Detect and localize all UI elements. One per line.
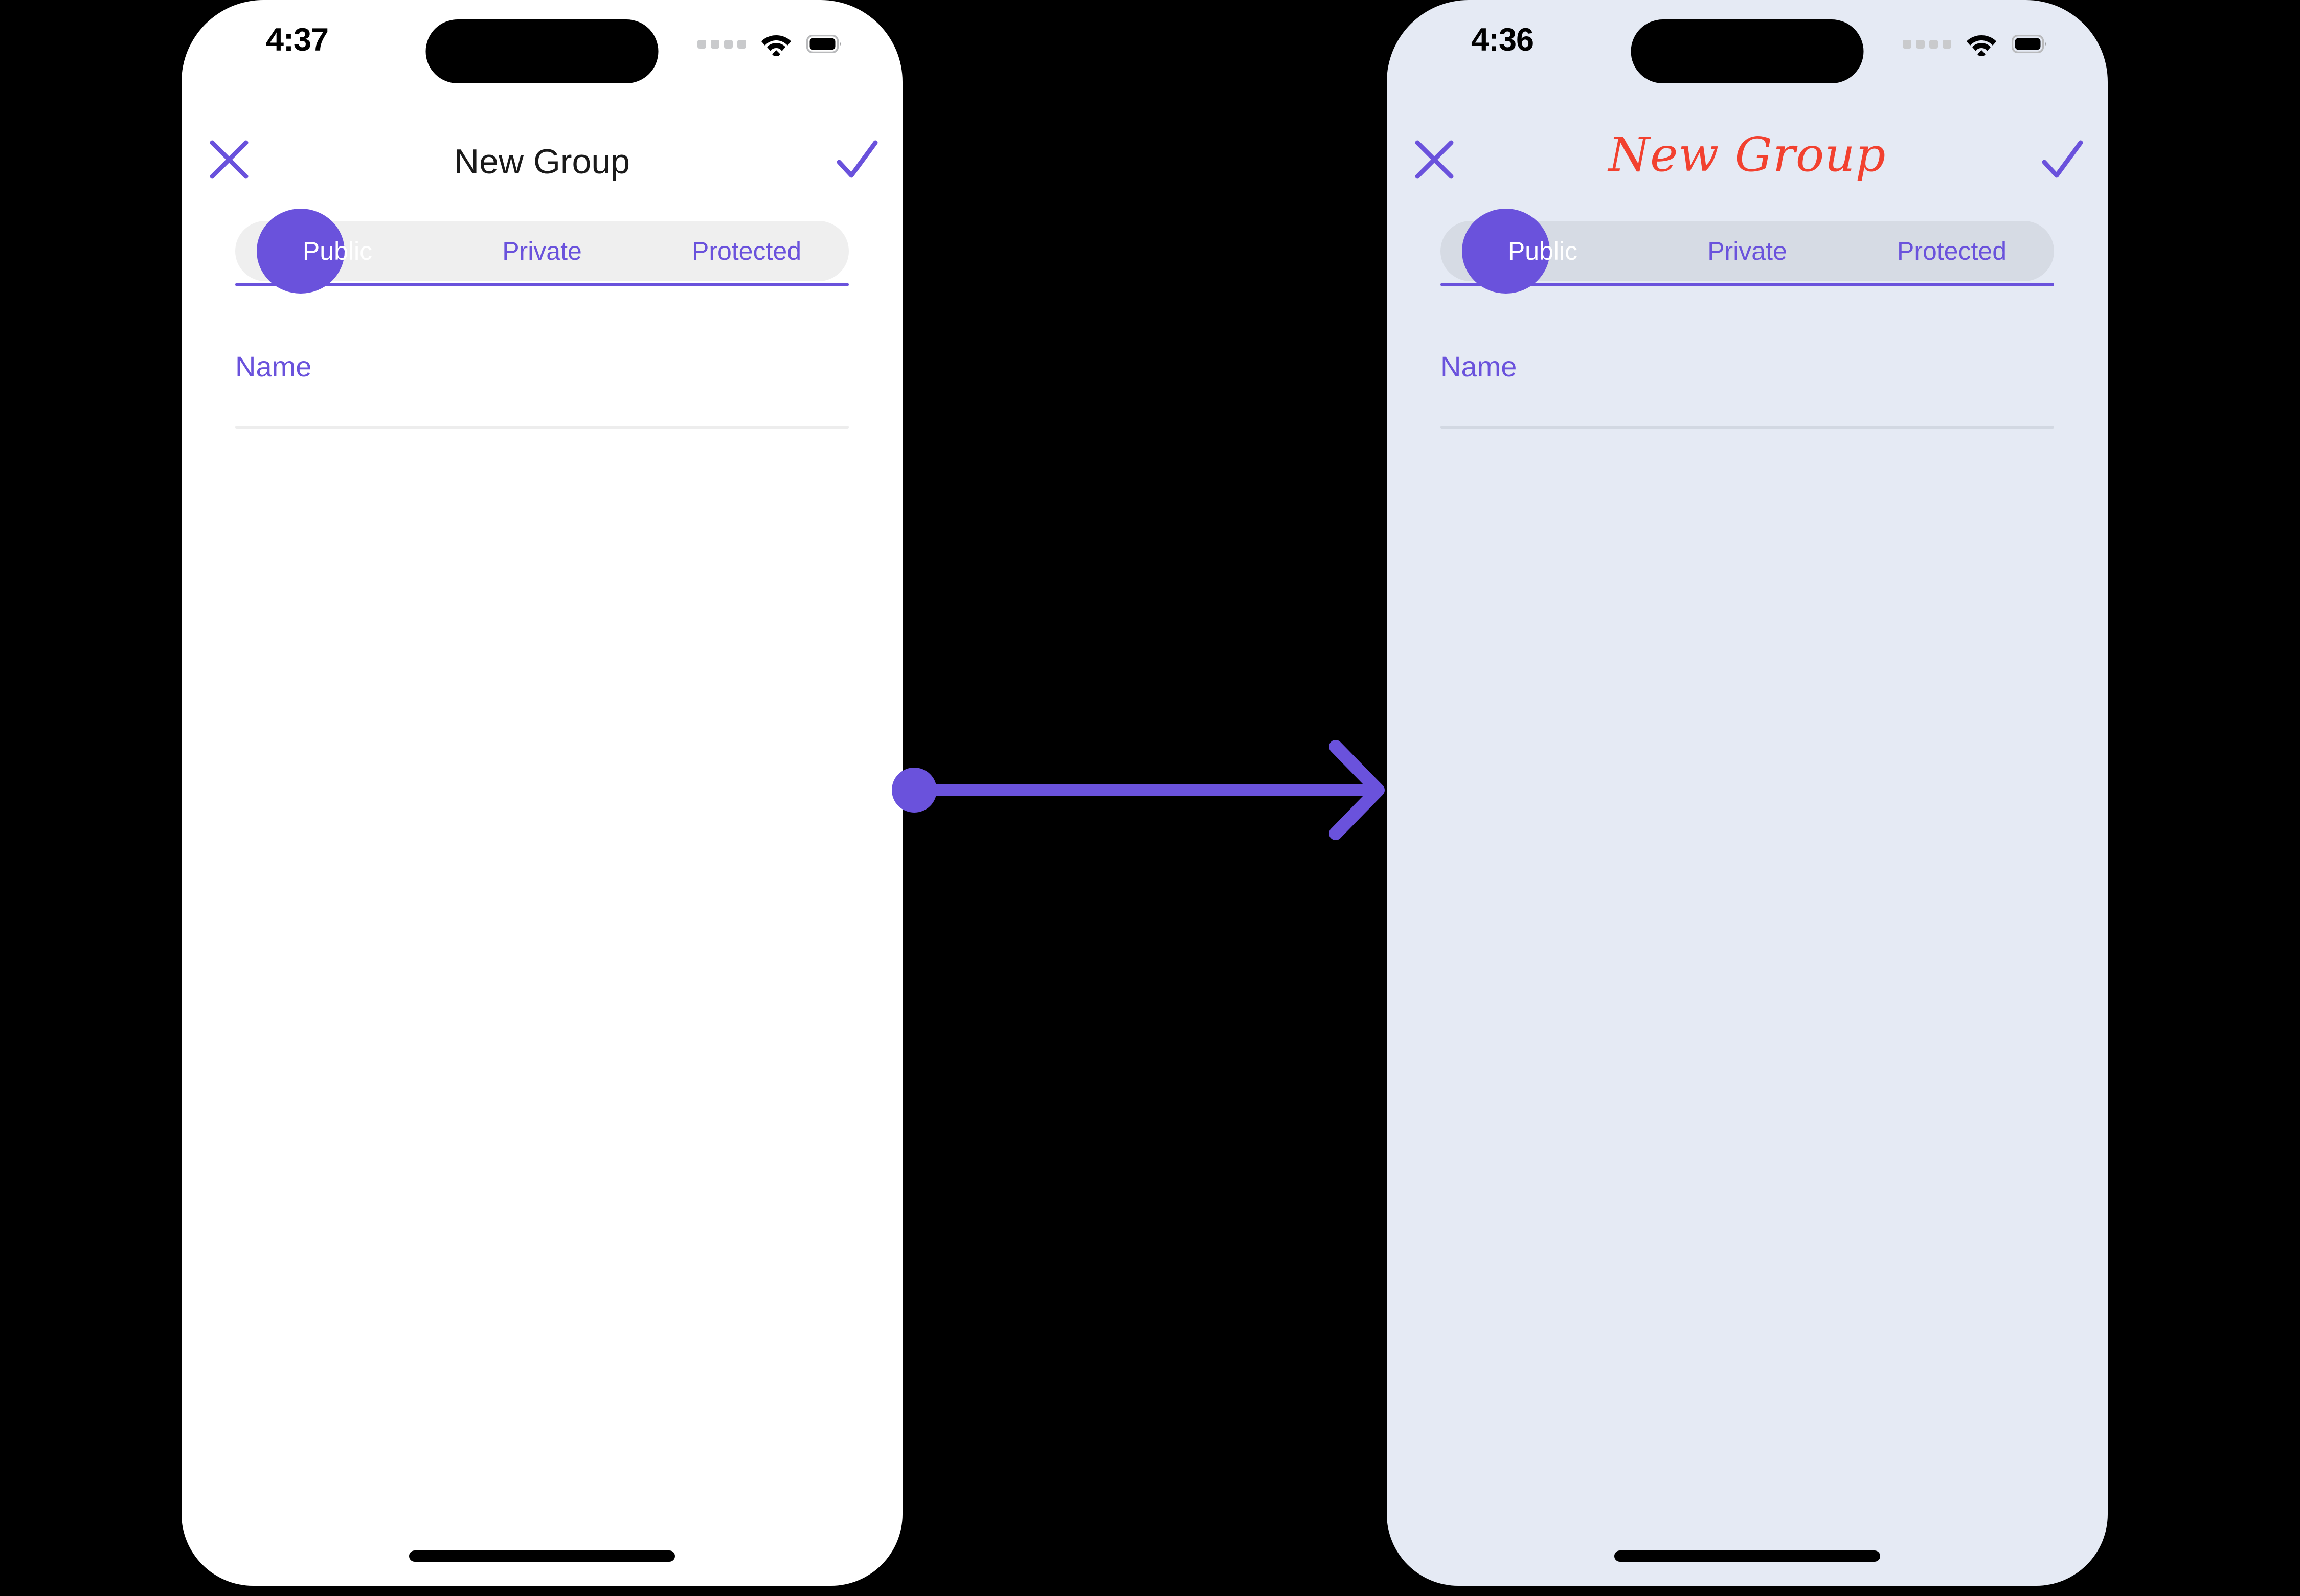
segmented-control-options: Public Private Protected [235,221,849,281]
segmented-control-options: Public Private Protected [1440,221,2054,281]
dynamic-island [1631,19,1864,83]
segmented-control-underline [235,283,849,286]
segment-option-public[interactable]: Public [302,237,373,265]
status-bar: 4:36 [1387,0,2108,89]
cellular-dots-icon [697,39,746,49]
wifi-icon [760,32,792,56]
home-indicator [409,1550,675,1562]
segment-option-public[interactable]: Public [1507,237,1578,265]
segmented-control-underline [1440,283,2054,286]
home-indicator [1614,1550,1880,1562]
status-bar-time: 4:37 [266,22,329,58]
phone-screen-after: 4:36 [1387,0,2108,1586]
segment-option-private[interactable]: Private [1707,237,1787,265]
name-field-placeholder: Name [1440,350,1517,383]
page-title: New Group [454,142,630,181]
segmented-control-selection-indicator [1462,209,1550,294]
phone-screen-before: 4:37 [182,0,903,1586]
name-field-underline [235,426,849,429]
dynamic-island [425,19,659,83]
battery-full-icon [806,35,842,53]
name-input-field[interactable]: Name [1440,331,2054,429]
close-x-icon[interactable] [201,131,257,188]
segment-option-protected[interactable]: Protected [691,237,801,265]
transition-arrow [892,740,1385,840]
name-field-underline [1440,426,2054,429]
navigation-bar: New Group [182,130,903,202]
checkmark-icon[interactable] [2031,128,2092,190]
close-x-icon[interactable] [1406,131,1462,188]
status-bar-indicators [1903,32,2047,56]
navigation-bar: New Group [1387,127,2108,202]
name-input-field[interactable]: Name [235,331,849,429]
checkmark-icon[interactable] [826,128,887,190]
status-bar-time: 4:36 [1471,22,1534,58]
cellular-dots-icon [1903,39,1951,49]
segment-option-protected[interactable]: Protected [1897,237,2006,265]
visibility-segmented-control[interactable]: Public Private Protected [235,209,849,294]
battery-full-icon [2012,35,2047,53]
segmented-control-selection-indicator [257,209,345,294]
wifi-icon [1966,32,1997,56]
name-field-placeholder: Name [235,350,312,383]
status-bar: 4:37 [182,0,903,89]
visibility-segmented-control[interactable]: Public Private Protected [1440,209,2054,294]
segment-option-private[interactable]: Private [502,237,582,265]
arrow-head [1329,740,1385,840]
status-bar-indicators [697,32,842,56]
page-title: New Group [1608,127,1886,182]
